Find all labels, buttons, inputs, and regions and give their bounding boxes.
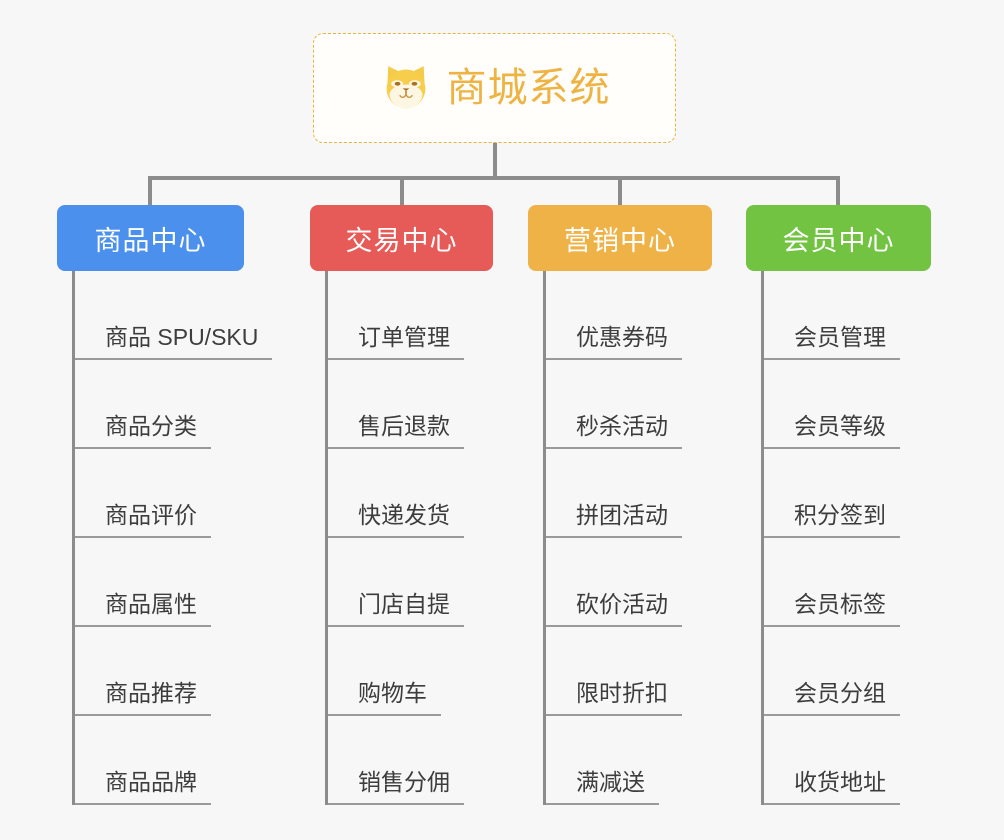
leaf-item[interactable]: 售后退款 bbox=[328, 360, 493, 449]
leaf-item[interactable]: 商品评价 bbox=[75, 449, 244, 538]
leaf-label: 拼团活动 bbox=[546, 501, 682, 538]
branch-header-label: 商品中心 bbox=[94, 225, 207, 256]
root-title: 商城系统 bbox=[446, 66, 611, 110]
branch-column-trade: 交易中心 订单管理 售后退款 快递发货 门店自提 购物车 销售分佣 bbox=[310, 205, 493, 805]
leaf-label: 商品 SPU/SKU bbox=[75, 323, 273, 360]
leaf-item[interactable]: 会员分组 bbox=[764, 627, 931, 716]
leaf-label: 优惠券码 bbox=[546, 323, 682, 360]
leaf-label: 会员等级 bbox=[764, 412, 900, 449]
leaf-label: 商品属性 bbox=[75, 590, 211, 627]
leaf-item[interactable]: 商品推荐 bbox=[75, 627, 244, 716]
leaf-label: 会员标签 bbox=[764, 590, 900, 627]
connector-drop-2 bbox=[400, 176, 404, 207]
leaf-item[interactable]: 收货地址 bbox=[764, 716, 931, 805]
leaf-label: 满减送 bbox=[546, 768, 659, 805]
branch-header-label: 会员中心 bbox=[782, 225, 895, 256]
leaf-item[interactable]: 商品分类 bbox=[75, 360, 244, 449]
leaf-item[interactable]: 快递发货 bbox=[328, 449, 493, 538]
leaf-item[interactable]: 购物车 bbox=[328, 627, 493, 716]
leaf-item[interactable]: 秒杀活动 bbox=[546, 360, 712, 449]
leaf-item[interactable]: 满减送 bbox=[546, 716, 712, 805]
leaf-item[interactable]: 商品 SPU/SKU bbox=[75, 271, 273, 360]
branch-header-trade[interactable]: 交易中心 bbox=[310, 205, 493, 271]
leaf-label: 会员分组 bbox=[764, 679, 900, 716]
leaf-item[interactable]: 销售分佣 bbox=[328, 716, 493, 805]
leaf-item[interactable]: 会员管理 bbox=[764, 271, 931, 360]
leaf-item[interactable]: 会员标签 bbox=[764, 538, 931, 627]
leaf-item[interactable]: 限时折扣 bbox=[546, 627, 712, 716]
leaf-label: 销售分佣 bbox=[328, 768, 464, 805]
leaf-item[interactable]: 商品属性 bbox=[75, 538, 244, 627]
connector-drop-4 bbox=[836, 176, 840, 207]
branch-column-marketing: 营销中心 优惠券码 秒杀活动 拼团活动 砍价活动 限时折扣 满减送 bbox=[528, 205, 712, 805]
leaf-item[interactable]: 砍价活动 bbox=[546, 538, 712, 627]
leaf-label: 积分签到 bbox=[764, 501, 900, 538]
leaf-item[interactable]: 订单管理 bbox=[328, 271, 493, 360]
leaf-list-product: 商品 SPU/SKU 商品分类 商品评价 商品属性 商品推荐 商品品牌 bbox=[72, 271, 273, 805]
branch-column-member: 会员中心 会员管理 会员等级 积分签到 会员标签 会员分组 收货地址 bbox=[746, 205, 931, 805]
branch-header-product[interactable]: 商品中心 bbox=[57, 205, 244, 271]
leaf-label: 售后退款 bbox=[328, 412, 464, 449]
leaf-list-marketing: 优惠券码 秒杀活动 拼团活动 砍价活动 限时折扣 满减送 bbox=[543, 271, 712, 805]
leaf-label: 秒杀活动 bbox=[546, 412, 682, 449]
leaf-item[interactable]: 拼团活动 bbox=[546, 449, 712, 538]
leaf-item[interactable]: 积分签到 bbox=[764, 449, 931, 538]
shiba-dog-icon bbox=[379, 61, 433, 115]
leaf-label: 购物车 bbox=[328, 679, 441, 716]
leaf-item[interactable]: 门店自提 bbox=[328, 538, 493, 627]
leaf-label: 商品品牌 bbox=[75, 768, 211, 805]
connector-drop-1 bbox=[148, 176, 152, 207]
leaf-label: 砍价活动 bbox=[546, 590, 682, 627]
leaf-label: 快递发货 bbox=[328, 501, 464, 538]
connector-root-stem bbox=[493, 143, 497, 179]
connector-horizontal-bus bbox=[148, 176, 840, 180]
branch-column-product: 商品中心 商品 SPU/SKU 商品分类 商品评价 商品属性 商品推荐 商品品牌 bbox=[57, 205, 273, 805]
leaf-label: 收货地址 bbox=[764, 768, 900, 805]
branch-header-label: 营销中心 bbox=[564, 225, 676, 256]
leaf-label: 订单管理 bbox=[328, 323, 464, 360]
leaf-item[interactable]: 会员等级 bbox=[764, 360, 931, 449]
leaf-item[interactable]: 商品品牌 bbox=[75, 716, 244, 805]
root-node[interactable]: 商城系统 bbox=[313, 33, 676, 143]
branch-header-label: 交易中心 bbox=[345, 225, 458, 256]
leaf-list-trade: 订单管理 售后退款 快递发货 门店自提 购物车 销售分佣 bbox=[325, 271, 493, 805]
leaf-label: 限时折扣 bbox=[546, 679, 682, 716]
leaf-label: 会员管理 bbox=[764, 323, 900, 360]
leaf-label: 商品分类 bbox=[75, 412, 211, 449]
leaf-list-member: 会员管理 会员等级 积分签到 会员标签 会员分组 收货地址 bbox=[761, 271, 931, 805]
branch-header-marketing[interactable]: 营销中心 bbox=[528, 205, 712, 271]
leaf-label: 商品评价 bbox=[75, 501, 211, 538]
branch-header-member[interactable]: 会员中心 bbox=[746, 205, 931, 271]
leaf-label: 门店自提 bbox=[328, 590, 464, 627]
leaf-item[interactable]: 优惠券码 bbox=[546, 271, 712, 360]
leaf-label: 商品推荐 bbox=[75, 679, 211, 716]
connector-drop-3 bbox=[618, 176, 622, 207]
